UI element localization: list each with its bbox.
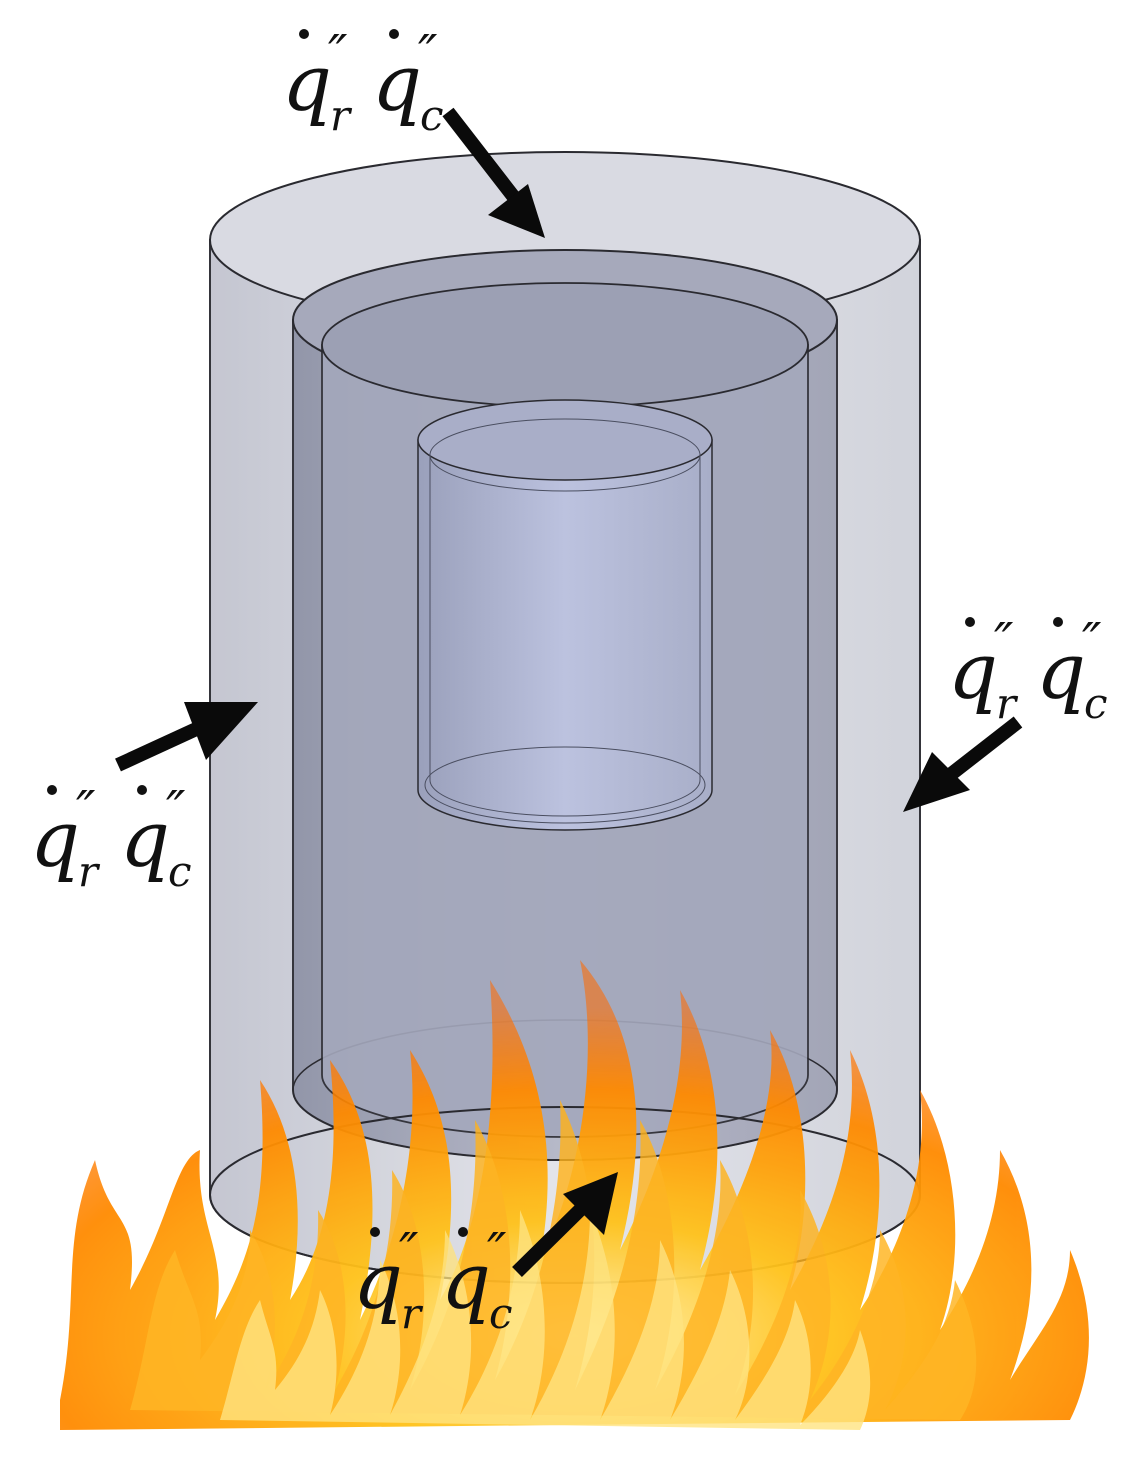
- core-cylinder: [417, 399, 713, 831]
- label-sub-r: r: [996, 679, 1019, 728]
- dot-accent: [137, 785, 147, 795]
- label-q-radiative: q: [282, 39, 332, 129]
- arrow-left: [115, 702, 258, 772]
- label-prime: ″: [328, 25, 348, 85]
- label-sub-r: r: [401, 1289, 424, 1338]
- dot-accent: [47, 785, 57, 795]
- label-q-radiative: q: [948, 627, 998, 717]
- arrow-right: [903, 716, 1023, 812]
- dot-accent: [389, 29, 399, 39]
- flux-label-top: q ″ r q ″ c: [282, 25, 444, 140]
- label-sub-c: c: [420, 91, 444, 140]
- label-sub-r: r: [330, 91, 353, 140]
- label-sub-r: r: [78, 847, 101, 896]
- flux-label-bottom: q ″ r q ″ c: [353, 1223, 513, 1338]
- arrow-top: [442, 107, 545, 238]
- arrow-bottom: [512, 1172, 618, 1277]
- label-sub-c: c: [489, 1289, 513, 1338]
- label-prime: ″: [418, 25, 438, 85]
- dot-accent: [965, 617, 975, 627]
- label-sub-c: c: [168, 847, 192, 896]
- label-q-convective: q: [1036, 627, 1086, 717]
- label-prime: ″: [994, 613, 1014, 673]
- label-q-radiative: q: [353, 1237, 403, 1327]
- label-prime: ″: [399, 1223, 419, 1283]
- flux-label-right: q ″ r q ″ c: [948, 613, 1108, 728]
- label-sub-c: c: [1084, 679, 1108, 728]
- label-prime: ″: [1082, 613, 1102, 673]
- label-prime: ″: [166, 781, 186, 841]
- label-prime: ″: [76, 781, 96, 841]
- dot-accent: [1053, 617, 1063, 627]
- dot-accent: [299, 29, 309, 39]
- label-q-radiative: q: [30, 795, 80, 885]
- label-q-convective: q: [120, 795, 170, 885]
- label-q-convective: q: [372, 39, 422, 129]
- dot-accent: [458, 1227, 468, 1237]
- flux-label-left: q ″ r q ″ c: [30, 781, 192, 896]
- label-q-convective: q: [441, 1237, 491, 1327]
- label-prime: ″: [487, 1223, 507, 1283]
- dot-accent: [370, 1227, 380, 1237]
